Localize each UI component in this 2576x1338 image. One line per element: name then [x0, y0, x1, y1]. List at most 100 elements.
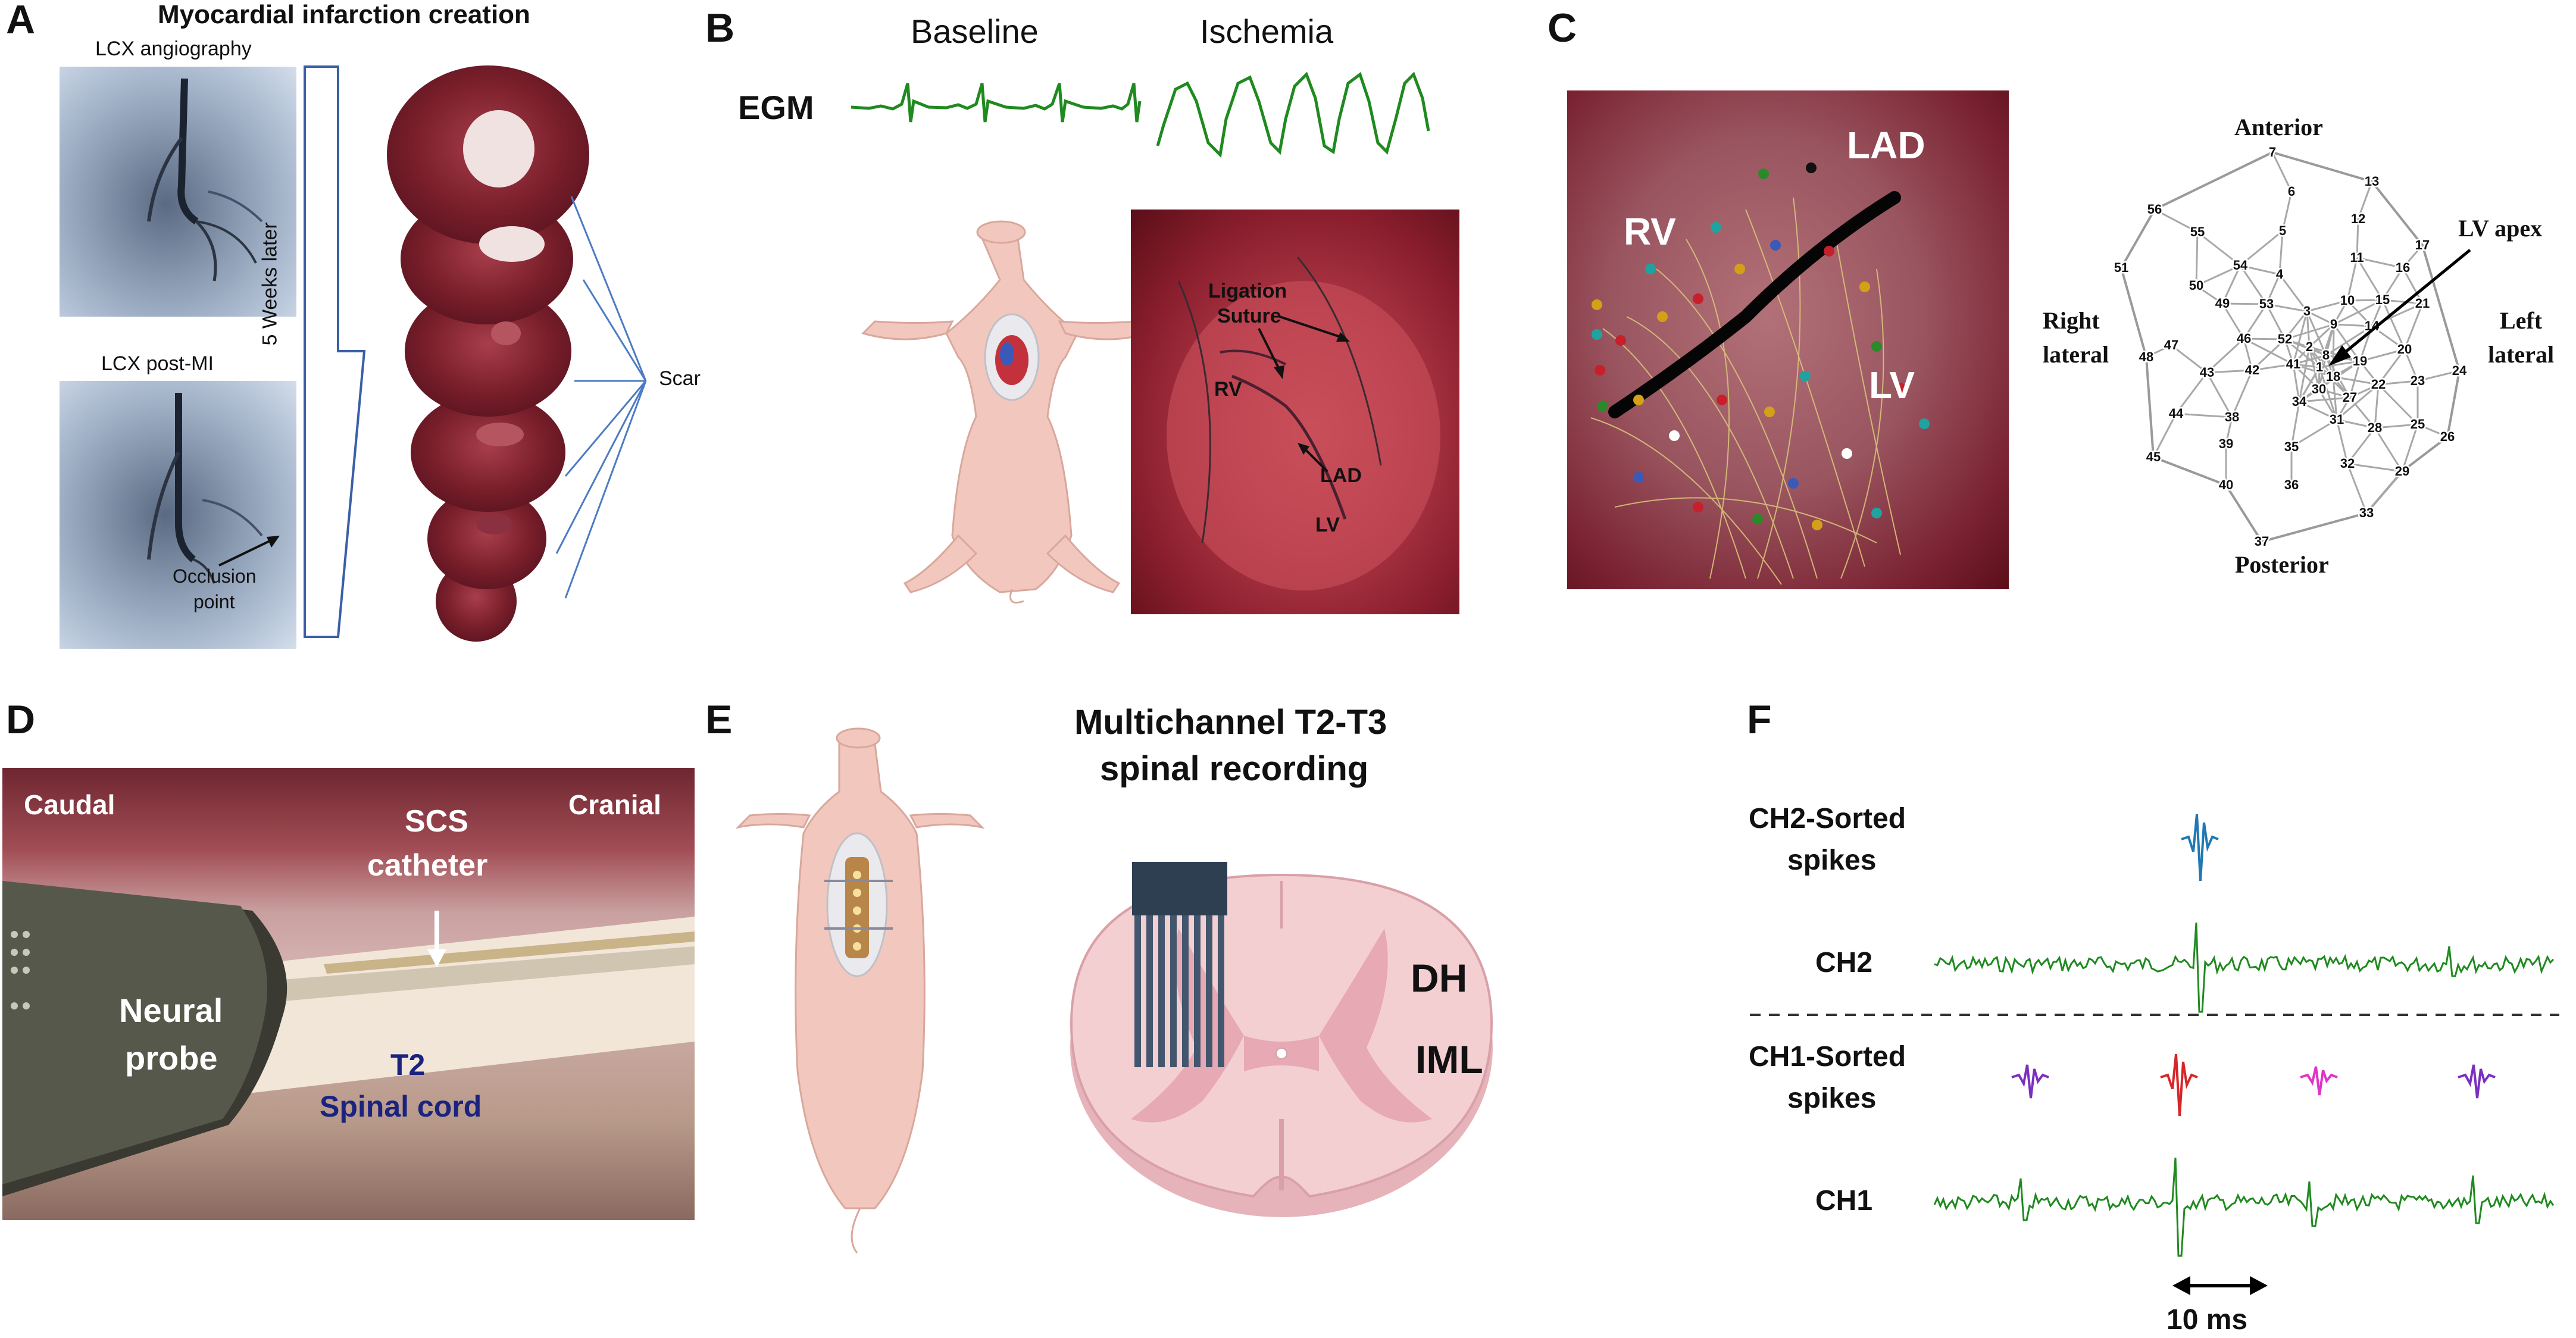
electrode-mesh-line — [2357, 181, 2373, 220]
electrode-mesh-line — [2349, 383, 2379, 399]
electrode-44: 44 — [2169, 406, 2184, 421]
caudal-label: Caudal — [24, 789, 115, 820]
electrode-mesh-line — [2346, 427, 2376, 464]
left-lateral-label-2: lateral — [2488, 341, 2555, 368]
ischemia-label: Ischemia — [1200, 12, 1334, 50]
multichannel-title-1: Multichannel T2-T3 — [1074, 703, 1387, 742]
electrode-46: 46 — [2237, 331, 2251, 346]
electrode-mesh-line — [2381, 267, 2404, 301]
electrode-mesh-line — [2381, 299, 2406, 350]
electrode-mesh-line — [2251, 338, 2286, 371]
electrode-mesh-line — [2349, 397, 2376, 429]
panel-e-letter: E — [705, 697, 733, 742]
ch1-sorted-spike-4 — [2458, 1064, 2496, 1099]
electrode-23: 23 — [2411, 373, 2425, 388]
electrode-52: 52 — [2278, 332, 2292, 346]
electrode-27: 27 — [2343, 390, 2357, 405]
electrode-3: 3 — [2303, 304, 2311, 318]
electrode-mesh-line — [2333, 299, 2383, 326]
electrode-40: 40 — [2219, 477, 2233, 492]
electrode-25: 25 — [2411, 417, 2425, 432]
probe-label: probe — [125, 1039, 218, 1077]
electrode-11: 11 — [2350, 250, 2364, 265]
electrode-mesh-line — [2308, 346, 2320, 390]
electrode-mesh-line — [2278, 274, 2308, 312]
electrode-56: 56 — [2147, 202, 2162, 217]
electrode-mesh-line — [2378, 380, 2418, 386]
electrode-mesh-line — [2401, 424, 2419, 472]
electrode-mesh-line — [2347, 462, 2403, 473]
electrode-mesh-line — [2146, 344, 2172, 358]
electrode-mesh-line — [2292, 346, 2311, 365]
electrode-mesh-line — [2336, 418, 2375, 429]
ch1-sorted-spike-2 — [2160, 1053, 2198, 1117]
electrode-48: 48 — [2139, 349, 2153, 364]
ch1-sorted-label-1: CH1-Sorted — [1749, 1041, 1906, 1073]
electrode-7: 7 — [2269, 145, 2276, 160]
occlusion-label-2: point — [193, 591, 235, 612]
baseline-label: Baseline — [911, 12, 1039, 50]
electrode-mesh-line — [2356, 257, 2403, 269]
electrode-55: 55 — [2190, 224, 2205, 239]
ch1-sorted-spike-1 — [2011, 1064, 2049, 1099]
electrode-mesh-line — [2382, 299, 2423, 305]
electrode-mesh-line — [2336, 397, 2351, 420]
ch2-sorted-spike — [2181, 814, 2219, 881]
electrode-mesh-line — [2175, 372, 2208, 414]
electrode-mesh-line — [2299, 388, 2319, 403]
electrode-mesh-line — [2318, 389, 2338, 420]
electrode-1: 1 — [2316, 359, 2323, 374]
scale-bar-label: 10 ms — [2167, 1304, 2248, 1336]
electrode-54: 54 — [2233, 258, 2248, 273]
electrode-mesh-line — [2243, 304, 2268, 339]
electrode-mesh-line — [2240, 264, 2280, 276]
electrode-mesh-line — [2206, 337, 2245, 374]
electrode-mesh-line — [2196, 264, 2241, 287]
panel-b-letter: B — [705, 5, 735, 51]
electrode-mesh-line — [2291, 418, 2337, 448]
electrode-49: 49 — [2215, 296, 2230, 311]
right-lateral-label-1: Right — [2043, 307, 2100, 334]
electrode-mesh-line — [2336, 383, 2379, 421]
electrode-mesh-line — [2293, 354, 2327, 365]
panel-a-title: Myocardial infarction creation — [158, 0, 530, 29]
anterior-label: Anterior — [2234, 114, 2323, 140]
electrode-8: 8 — [2322, 348, 2330, 362]
ch2-label: CH2 — [1815, 947, 1873, 979]
angiography-post-mi-label: LCX post-MI — [101, 352, 214, 375]
electrode-20: 20 — [2397, 342, 2412, 357]
electrode-mesh-line — [2243, 337, 2294, 365]
right-lateral-label-2: lateral — [2043, 341, 2109, 368]
panel-d-letter: D — [6, 697, 36, 742]
electrode-28: 28 — [2368, 420, 2382, 435]
electrode-mesh-line — [2374, 427, 2403, 472]
electrode-mesh-line — [2175, 412, 2233, 418]
electrode-mesh-line — [2292, 311, 2308, 365]
electrode-mesh-line — [2346, 299, 2373, 327]
electrode-mesh-line — [2402, 245, 2424, 268]
electrode-mesh-line — [2356, 257, 2384, 301]
electrode-mesh-line — [2336, 419, 2349, 464]
electrode-mesh-line — [2221, 303, 2245, 339]
ligation-label-2: Suture — [1217, 305, 1281, 327]
spinal-cord-label: Spinal cord — [320, 1090, 482, 1123]
lv-apex-label: LV apex — [2458, 215, 2543, 242]
electrode-mesh-line — [2206, 369, 2253, 374]
electrode-mesh-line — [2231, 370, 2253, 418]
electrode-29: 29 — [2395, 464, 2409, 479]
electrode-mesh-line — [2365, 471, 2403, 514]
heart-photo-b — [1131, 210, 1459, 614]
panel-a-letter: A — [6, 0, 36, 42]
electrode-mesh-line — [2403, 349, 2419, 382]
lv-label-b: LV — [1315, 514, 1340, 536]
ch1-label: CH1 — [1815, 1185, 1873, 1217]
dh-label: DH — [1411, 956, 1468, 1000]
electrode-mesh-line — [2308, 323, 2335, 348]
electrode-36: 36 — [2284, 477, 2299, 492]
electrode-21: 21 — [2415, 296, 2430, 311]
electrode-15: 15 — [2375, 292, 2390, 307]
electrode-mesh-line — [2359, 348, 2405, 362]
scs-label: SCS — [405, 804, 468, 839]
electrode-50: 50 — [2189, 278, 2203, 293]
